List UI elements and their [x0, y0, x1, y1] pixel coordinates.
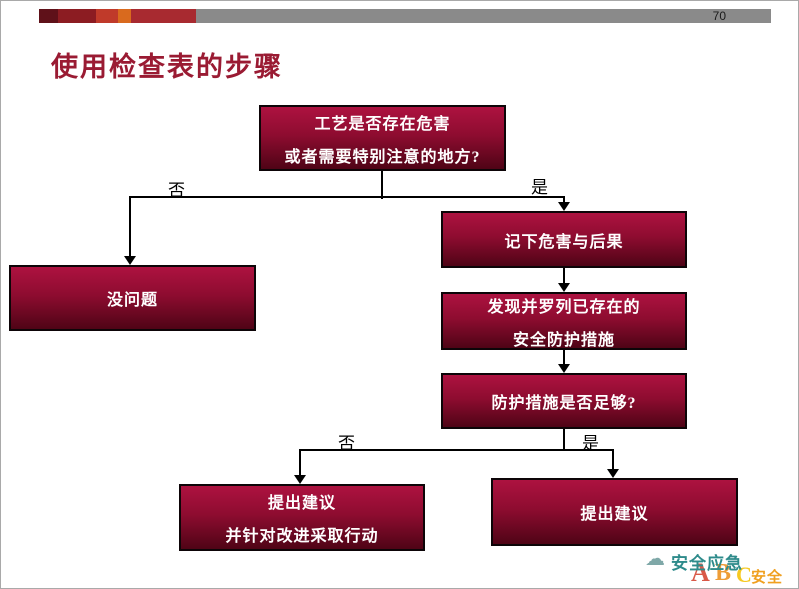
watermark-letter-c: C [736, 562, 752, 587]
watermark-letter-a: A [691, 558, 710, 587]
header-bar-segment-5 [131, 9, 196, 23]
cloud-icon: ☁ [645, 548, 665, 570]
watermark-sub-text: 安全 [751, 570, 784, 586]
down-arrowhead-icon [558, 202, 570, 211]
header-bar-segment-4 [118, 9, 131, 23]
connector-q2-horizontal [299, 449, 614, 451]
connector-q1-stub [381, 171, 383, 199]
watermark-letter-b: B [715, 560, 732, 586]
down-arrowhead-icon [558, 283, 570, 292]
branch-label-q2-no: 否 [338, 434, 355, 453]
node-list-safeguards: 发现并罗列已存在的 安全防护措施 [441, 292, 687, 350]
connector-record-to-list [563, 268, 565, 284]
page-number: 70 [712, 9, 726, 23]
node-suggest-and-act: 提出建议 并针对改进采取行动 [179, 484, 425, 551]
connector-q2-stub [563, 429, 565, 450]
header-bar-segment-3 [96, 9, 118, 23]
node-line: 提出建议 [267, 495, 336, 512]
branch-label-q2-yes: 是 [582, 434, 599, 453]
connector-list-to-q2 [563, 350, 565, 365]
header-bar-gray: 70 [196, 9, 771, 23]
watermark-logo: A B C ☁ 安全应急 安全 [629, 546, 794, 588]
down-arrowhead-icon [558, 364, 570, 373]
connector-q1-yes-drop [563, 196, 565, 204]
header-bar-segment-1 [39, 9, 58, 23]
node-line: 工艺是否存在危害 [314, 115, 451, 133]
connector-q2-no-drop [299, 449, 301, 476]
down-arrowhead-icon [294, 475, 306, 484]
node-line: 没问题 [106, 292, 158, 309]
node-no-problem: 没问题 [9, 265, 256, 331]
branch-label-q1-no: 否 [168, 181, 185, 200]
slide-title: 使用检查表的步骤 [51, 52, 283, 82]
node-question-enough: 防护措施是否足够? [441, 373, 687, 429]
node-line: 提出建议 [580, 506, 649, 523]
branch-label-q1-yes: 是 [531, 178, 548, 197]
down-arrowhead-icon [124, 256, 136, 265]
node-line: 安全防护措施 [512, 331, 615, 349]
node-line: 并针对改进采取行动 [225, 528, 379, 545]
node-question-hazard: 工艺是否存在危害 或者需要特别注意的地方? [259, 105, 506, 171]
node-line: 记下危害与后果 [504, 233, 624, 251]
down-arrowhead-icon [607, 469, 619, 478]
header-bar-segment-2 [58, 9, 96, 23]
node-line: 或者需要特别注意的地方? [284, 148, 481, 166]
node-line: 防护措施是否足够? [491, 395, 637, 412]
connector-q2-yes-drop [612, 449, 614, 470]
node-record-hazard: 记下危害与后果 [441, 211, 687, 268]
connector-q1-horizontal [129, 196, 565, 198]
connector-q1-no-drop [129, 196, 131, 257]
node-suggest: 提出建议 [491, 478, 738, 546]
header-bar: 70 [39, 9, 771, 23]
watermark-brand-text: 安全应急 [671, 554, 743, 573]
node-line: 发现并罗列已存在的 [487, 298, 641, 316]
